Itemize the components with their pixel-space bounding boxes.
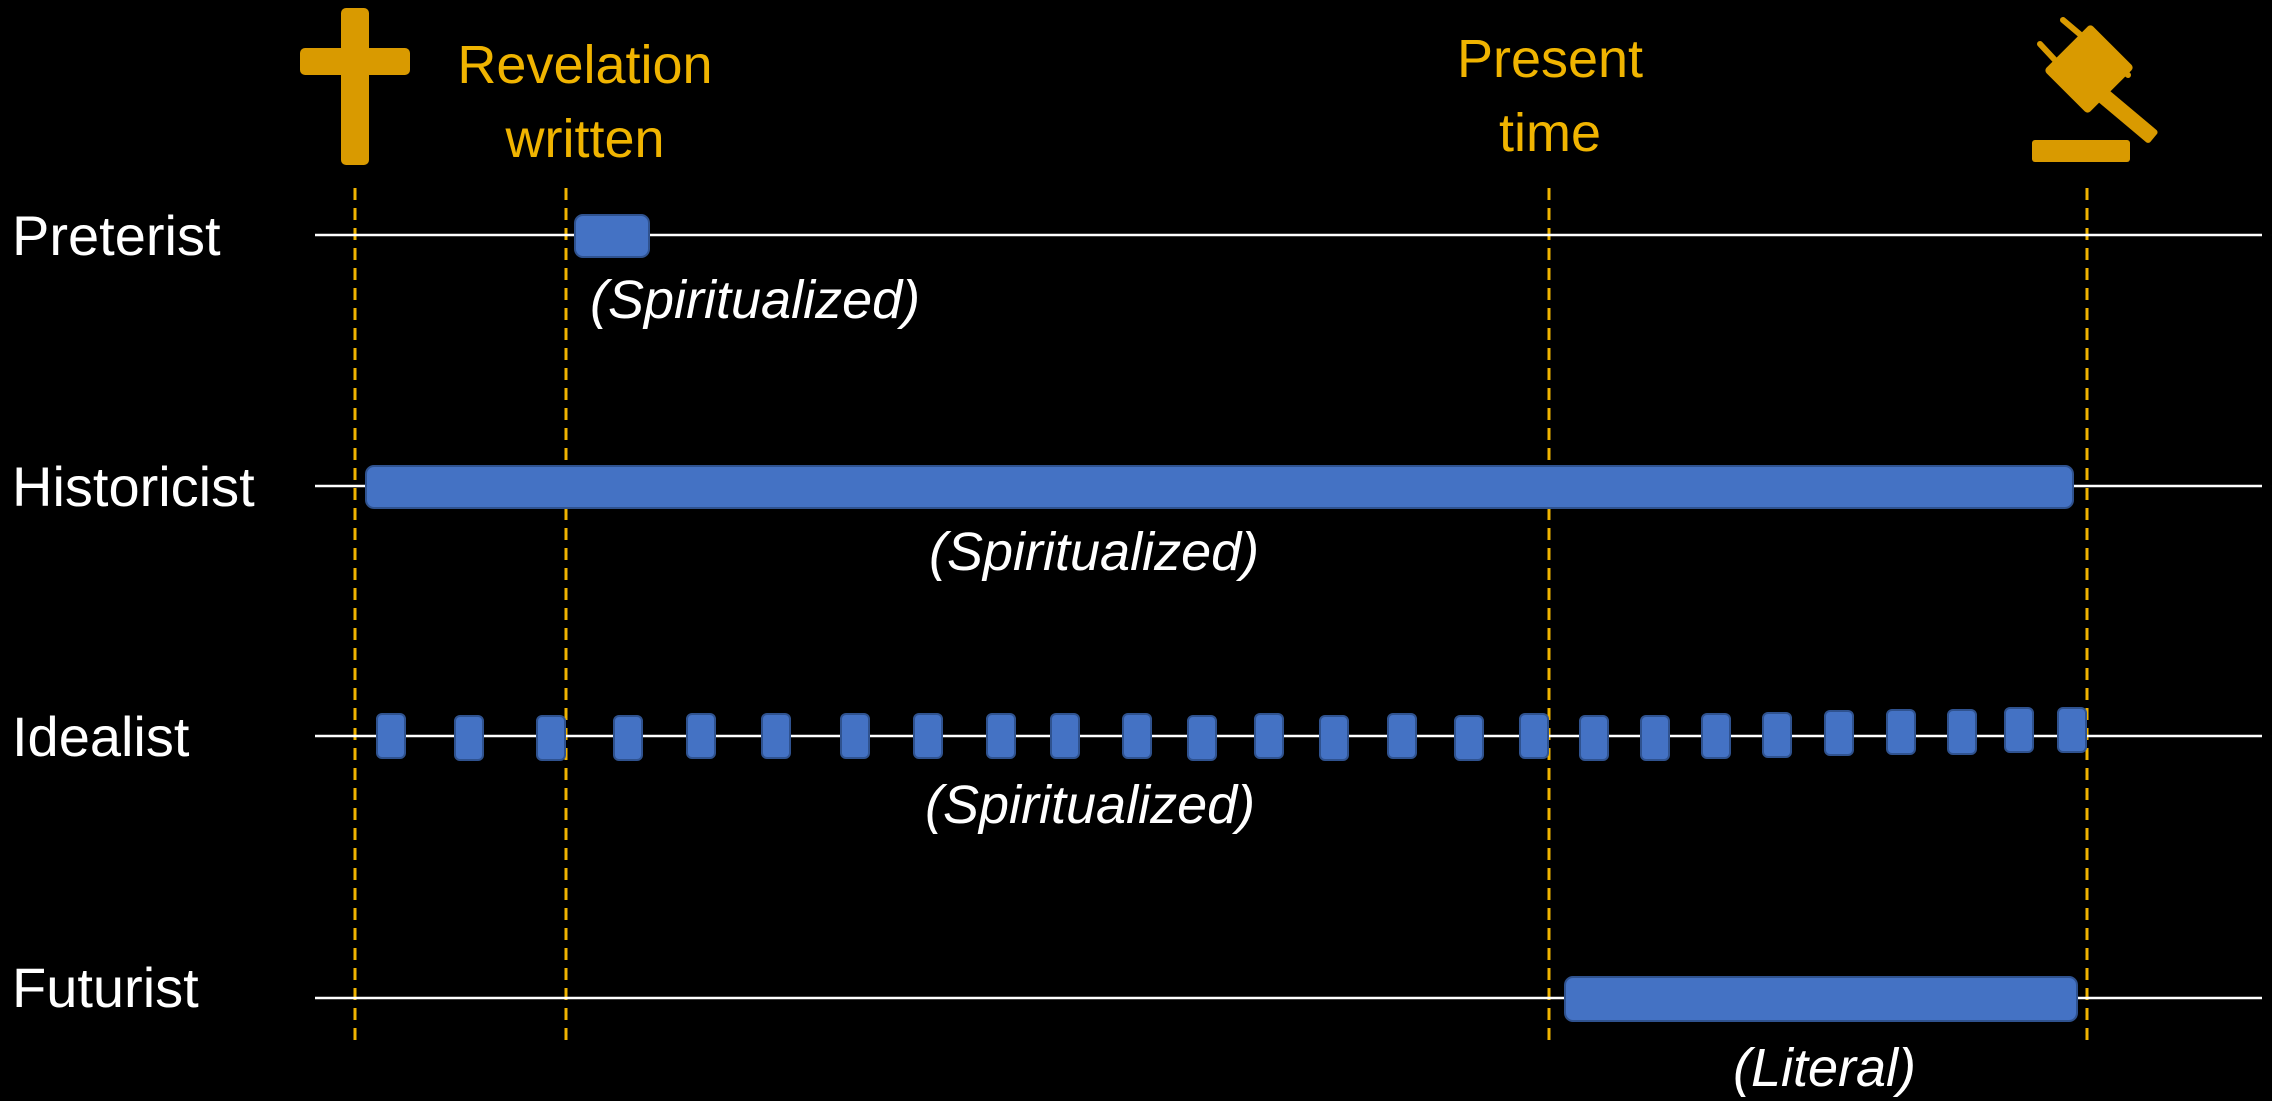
row-label-historicist: Historicist xyxy=(12,455,255,518)
futurist-note: (Literal) xyxy=(1733,1038,1917,1098)
gavel-icon xyxy=(2032,17,2158,162)
idealist-block xyxy=(454,715,484,761)
row-label-idealist: Idealist xyxy=(12,705,190,768)
idealist-block xyxy=(1254,713,1284,759)
idealist-block xyxy=(1319,715,1349,761)
idealist-block xyxy=(913,713,943,759)
idealist-block xyxy=(1579,715,1609,761)
idealist-block xyxy=(1187,715,1217,761)
idealist-block xyxy=(2057,707,2087,753)
idealist-block xyxy=(1387,713,1417,759)
idealist-block xyxy=(1762,712,1792,758)
present-time-label: Present time xyxy=(1400,22,1700,170)
row-label-preterist: Preterist xyxy=(12,204,221,267)
futurist-block xyxy=(1564,976,2078,1022)
idealist-block xyxy=(2004,707,2034,753)
idealist-blocks xyxy=(376,707,2087,761)
idealist-block xyxy=(1519,713,1549,759)
historicist-block xyxy=(365,465,2074,509)
idealist-block xyxy=(1947,709,1977,755)
idealist-note: (Spiritualized) xyxy=(925,775,1256,835)
idealist-block xyxy=(376,713,406,759)
cross-icon xyxy=(300,8,410,165)
revelation-written-label: Revelation written xyxy=(430,28,740,176)
row-label-futurist: Futurist xyxy=(12,956,199,1019)
preterist-block xyxy=(574,214,650,258)
preterist-note: (Spiritualized) xyxy=(590,270,921,330)
idealist-block xyxy=(686,713,716,759)
idealist-block xyxy=(840,713,870,759)
idealist-block xyxy=(1050,713,1080,759)
idealist-block xyxy=(761,713,791,759)
idealist-block xyxy=(1886,709,1916,755)
present-time-text: Present time xyxy=(1456,29,1644,163)
idealist-block xyxy=(613,715,643,761)
revelation-written-text: Revelation written xyxy=(457,35,713,169)
idealist-block xyxy=(1701,713,1731,759)
historicist-note: (Spiritualized) xyxy=(929,522,1260,582)
idealist-block xyxy=(1454,715,1484,761)
idealist-block xyxy=(536,715,566,761)
idealist-block xyxy=(1640,715,1670,761)
idealist-block xyxy=(986,713,1016,759)
idealist-block xyxy=(1824,710,1854,756)
idealist-block xyxy=(1122,713,1152,759)
